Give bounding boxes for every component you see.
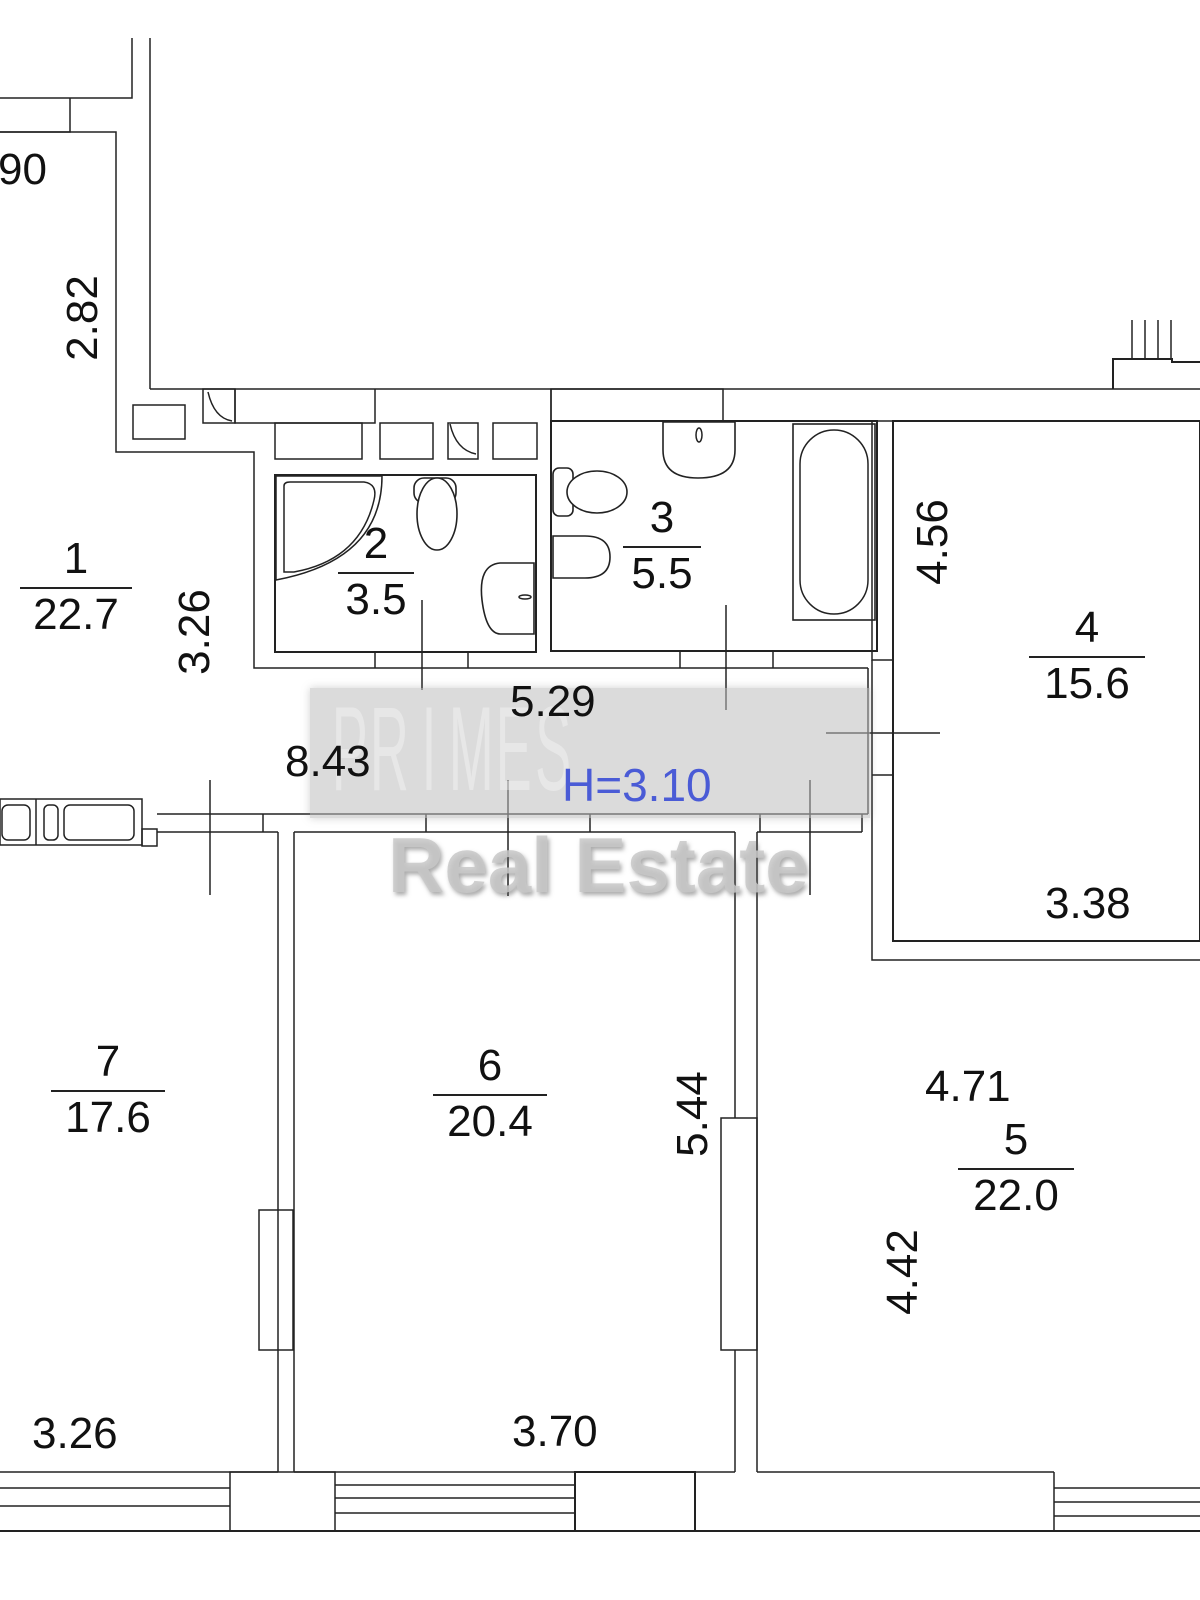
room-divider [433,1094,547,1096]
room-4-walls [871,420,1200,961]
room-label-5: 5 22.0 [958,1116,1074,1220]
room-divider [20,587,132,589]
watermark-letter: M [448,682,494,816]
room-label-1: 1 22.7 [18,535,134,639]
dimension-room5-width: 4.71 [925,1062,1011,1111]
dimension-room7-width: 3.26 [32,1409,118,1458]
room-area: 22.7 [33,590,119,639]
dimension-room4-width: 3.38 [1045,879,1131,928]
room-area: 5.5 [631,549,693,598]
room-area: 17.6 [65,1093,151,1142]
room-area: 22.0 [973,1171,1059,1220]
dimension-top-left: 90 [0,145,47,194]
ceiling-height-label: H=3.10 [562,759,712,811]
watermark-letter: R [369,682,409,816]
room-number: 7 [95,1037,121,1086]
dimension-room1-lower: 3.26 [169,589,219,675]
dimension-room5-height: 4.42 [877,1229,927,1315]
room-area: 20.4 [447,1097,533,1146]
dimension-room6-width: 3.70 [512,1407,598,1456]
dimension-room4-height: 4.56 [907,499,957,585]
watermark-logo: P R I M E S [330,680,573,818]
watermark-letter: I [421,682,437,816]
balcony-railing [1112,320,1200,389]
dimension-corridor-width: 5.29 [510,677,596,726]
room-divider [338,572,414,574]
room-number: 1 [63,534,89,583]
room-label-6: 6 20.4 [432,1042,548,1146]
left-window [0,798,158,847]
room-label-4: 4 15.6 [1028,604,1146,708]
room-number: 4 [1074,603,1100,652]
room-area: 15.6 [1044,659,1130,708]
dimension-room1-upper: 2.82 [57,275,107,361]
dimension-room6-height: 5.44 [667,1071,717,1157]
room-divider [1029,656,1145,658]
room-number: 3 [649,493,675,542]
room-label-2: 2 3.5 [336,520,416,624]
bathroom-3 [550,420,878,668]
room-label-3: 3 5.5 [622,494,702,598]
watermark-letter: S [535,682,572,816]
room-number: 6 [477,1041,503,1090]
bottom-facade-windows [0,1471,1200,1532]
room-number: 2 [363,519,389,568]
watermark-letter: E [495,682,532,816]
dimension-corridor-length: 8.43 [285,737,371,786]
room-divider [51,1090,165,1092]
bedroom-partitions [258,832,758,1472]
watermark-subtitle: Real Estate [388,821,809,909]
room-divider [958,1168,1074,1170]
room-number: 5 [1003,1115,1029,1164]
watermark-banner [310,688,870,818]
watermark-letter: P [331,682,368,816]
room-label-7: 7 17.6 [50,1038,166,1142]
bathroom-2 [274,474,537,668]
room-divider [623,546,701,548]
room-area: 3.5 [345,575,407,624]
